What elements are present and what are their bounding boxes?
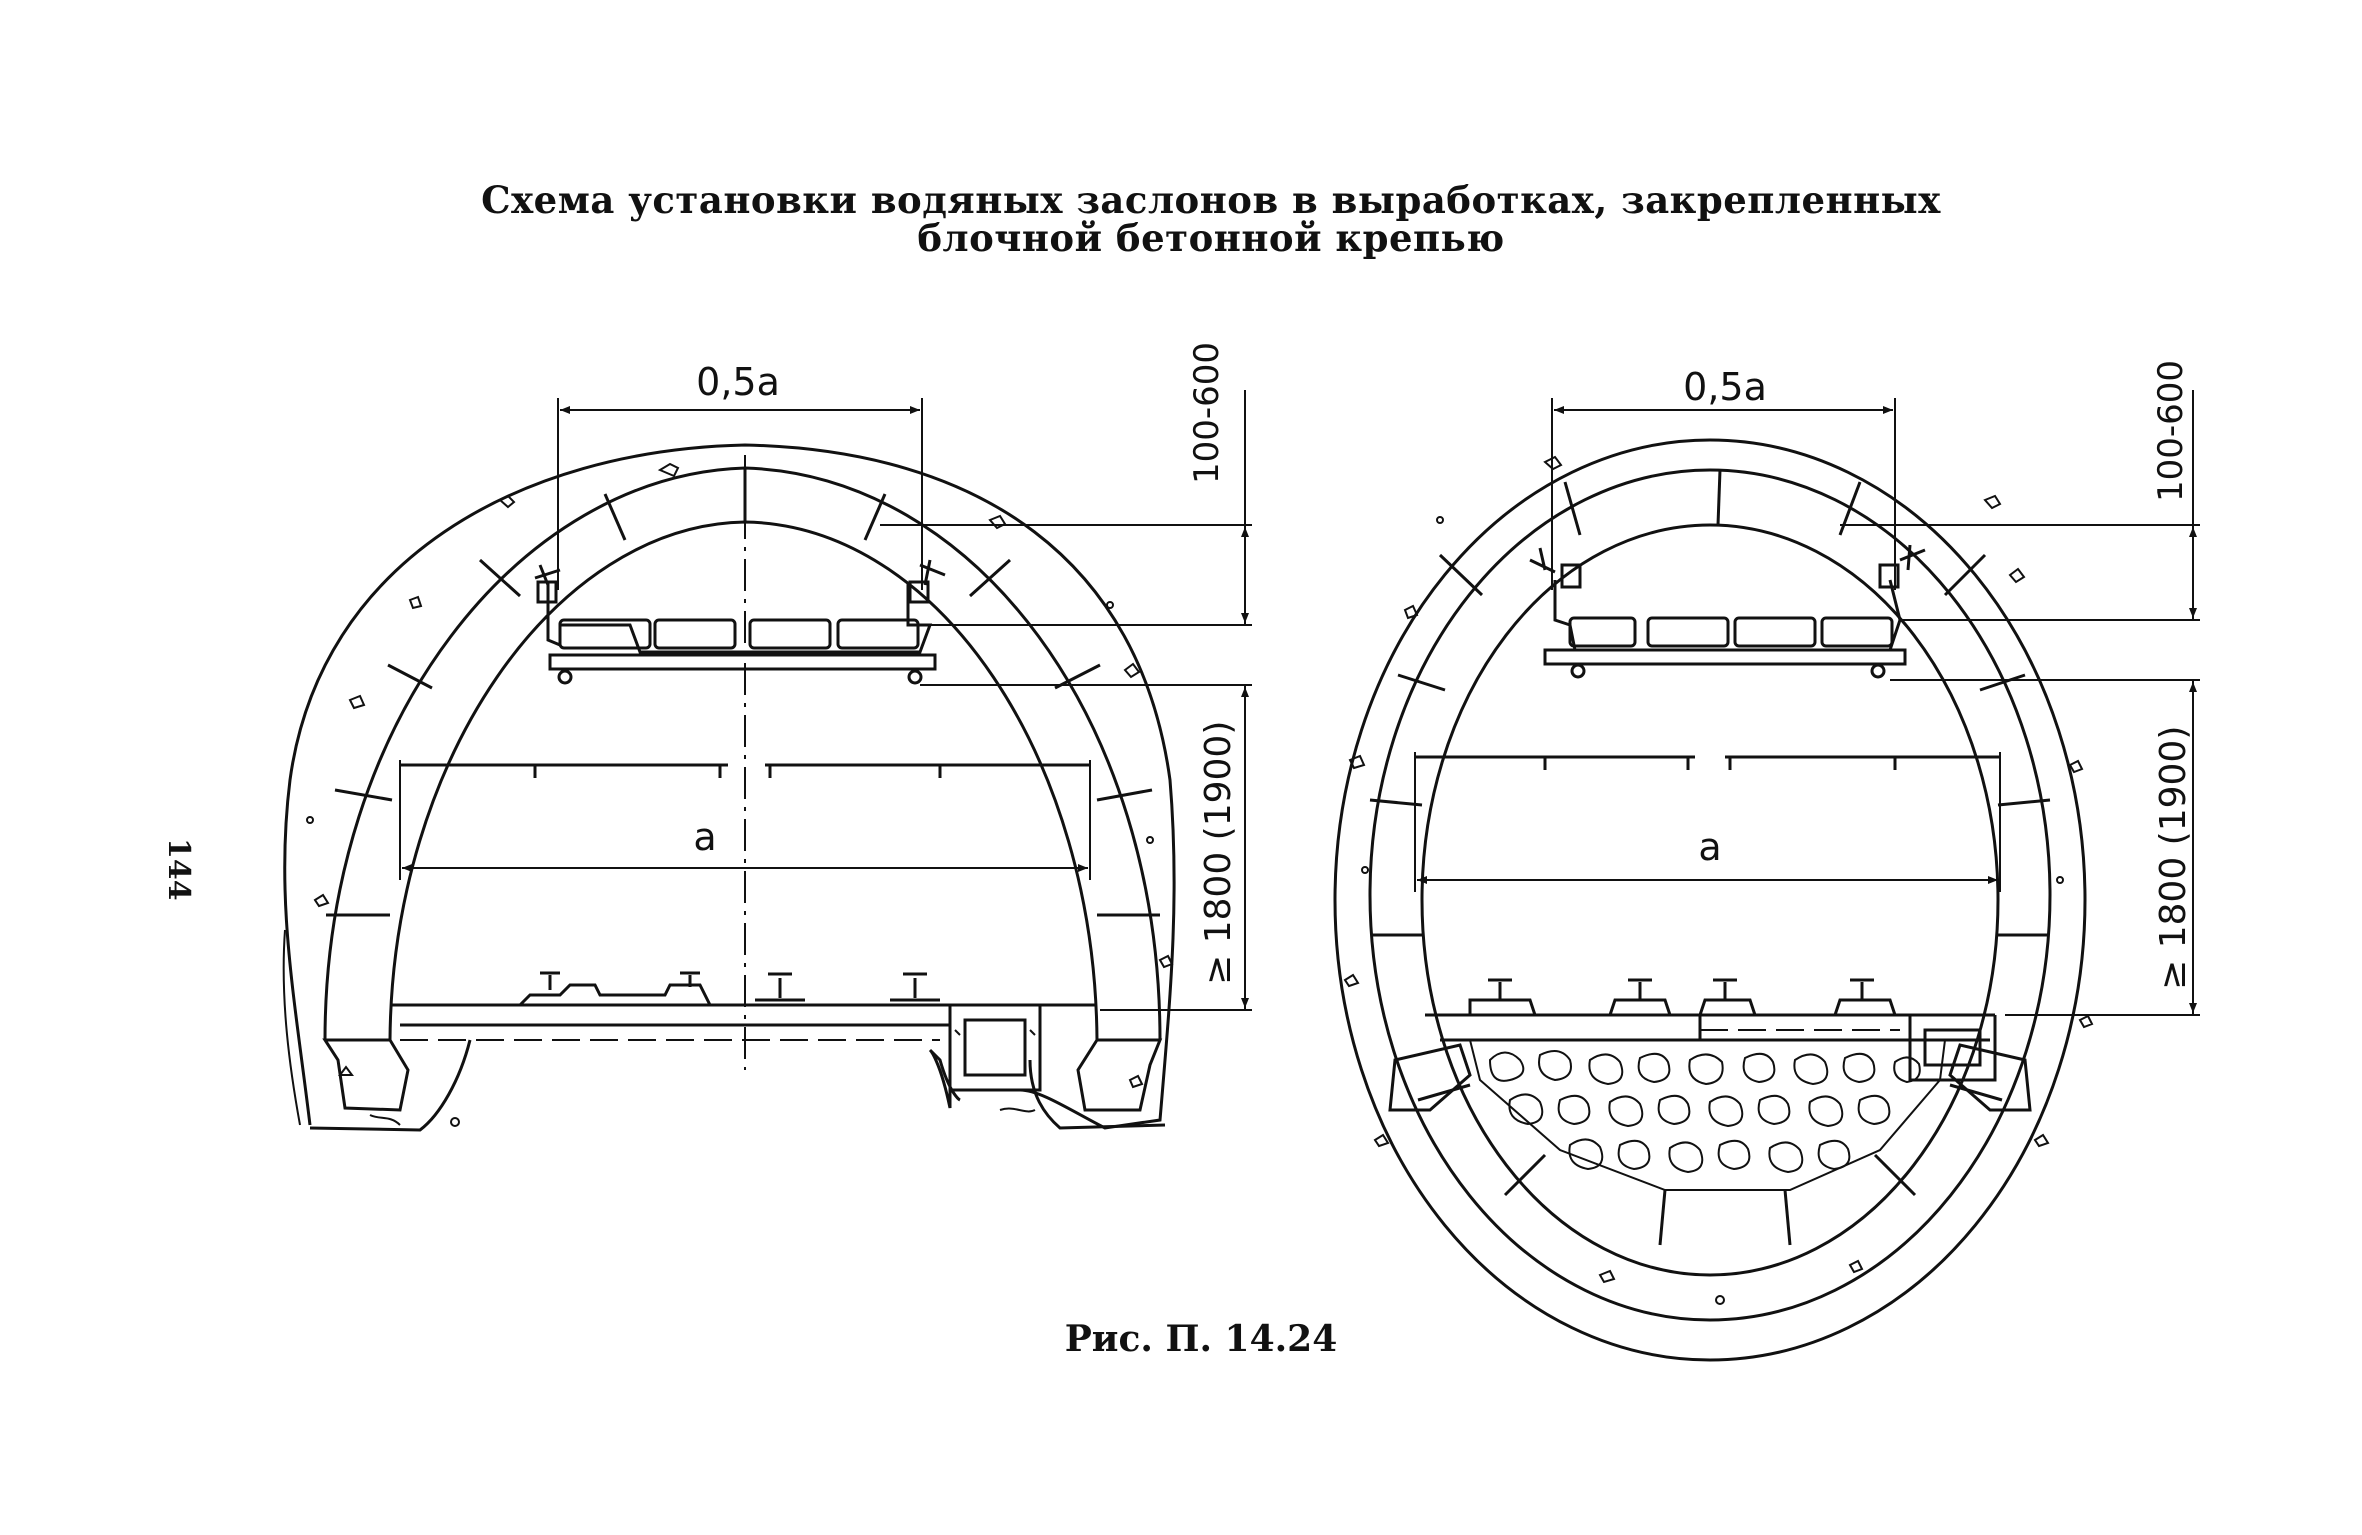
left-dim-bottom: ≥ 1800 (1900) [1198, 721, 1239, 985]
right-water-barrier-shelf [1529, 544, 1926, 679]
right-dim-bottom: ≥ 1800 (1900) [2153, 726, 2194, 990]
right-block-joints [1369, 469, 2051, 1246]
right-rubble-fill [1468, 1039, 1947, 1191]
left-drain-trough [948, 1005, 1042, 1092]
left-block-joints [326, 468, 1160, 917]
left-backfill-stones [306, 462, 1174, 1127]
right-tunnel-diagram [1333, 390, 2200, 1362]
figure-caption: Рис. П. 14.24 [1064, 1318, 1338, 1360]
left-foot-right [1076, 1038, 1163, 1112]
left-dim-half-width: 0,5а [696, 360, 780, 404]
right-lining-inner [1420, 523, 2000, 1277]
right-backfill-outline [1333, 438, 2087, 1362]
left-tunnel-diagram [282, 390, 1252, 1132]
left-dim-top: 100-600 [1187, 342, 1227, 484]
left-lining-inner [388, 520, 1099, 1041]
left-foot-left [322, 1038, 410, 1112]
right-lining-outer [1368, 468, 2052, 1322]
left-water-barrier-shelf [534, 559, 946, 685]
right-dim-width: а [1698, 825, 1721, 869]
left-dim-width: а [693, 815, 716, 859]
right-drain-trough [1908, 1015, 1997, 1082]
figure-title-line2: блочной бетонной крепью [917, 216, 1505, 260]
right-dim-top: 100-600 [2151, 360, 2191, 502]
right-dim-half-width: 0,5а [1683, 365, 1767, 409]
right-backfill-stones [1343, 455, 2094, 1305]
figure-title-line1: Схема установки водяных заслонов в выраб… [481, 178, 1941, 222]
